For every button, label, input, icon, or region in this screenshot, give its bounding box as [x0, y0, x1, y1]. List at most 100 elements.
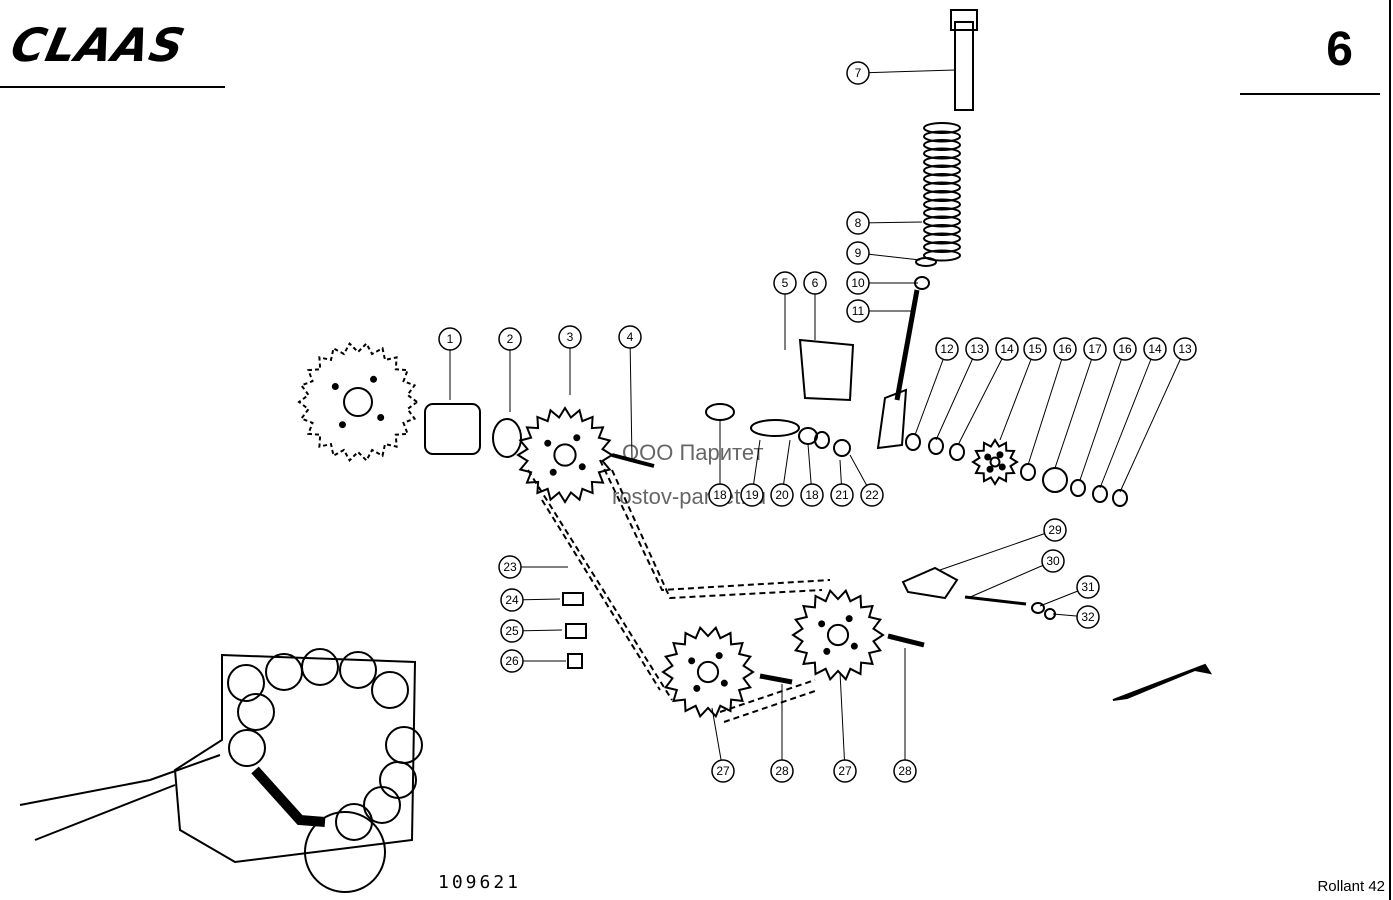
spring-coil	[923, 207, 961, 219]
sprocket-3-bolt-hole	[549, 468, 557, 476]
spring-coil	[923, 173, 961, 185]
callout-13: 13	[965, 337, 989, 361]
callout-label: 9	[855, 246, 862, 260]
pin-4	[611, 453, 655, 468]
callout-label: 32	[1081, 610, 1095, 624]
baler-overview	[19, 648, 423, 893]
callout-18: 18	[708, 483, 732, 507]
sprocket-27-left-teeth	[661, 625, 755, 719]
ring-2	[492, 418, 522, 458]
spring-coil	[923, 198, 961, 211]
callout-circle	[846, 299, 870, 323]
callout-circle	[711, 759, 735, 783]
chain-run-2	[599, 459, 831, 600]
callout-label: 2	[507, 332, 514, 346]
sprocket-27-left-hub	[696, 660, 720, 684]
callout-circle	[740, 483, 764, 507]
baler-wheel	[304, 811, 386, 893]
spring-coil	[923, 130, 961, 143]
callout-2: 2	[498, 327, 522, 351]
chain-link-24	[562, 592, 584, 606]
sprocket-3-bolt-hole	[544, 439, 552, 447]
callout-label: 22	[865, 488, 879, 502]
shaft-washer-6	[1092, 485, 1108, 503]
callout-circle	[965, 337, 989, 361]
spring-coil	[923, 232, 961, 245]
bolt-28-right	[887, 633, 925, 648]
callout-26: 26	[500, 649, 524, 673]
callout-circle	[498, 327, 522, 351]
callout-circle	[846, 61, 870, 85]
plate-29	[901, 566, 959, 600]
callout-7: 7	[846, 61, 870, 85]
callout-label: 6	[812, 276, 819, 290]
direction-arrow	[1112, 663, 1213, 701]
callout-14: 14	[995, 337, 1019, 361]
chain-run-3	[719, 679, 819, 723]
callout-label: 13	[1178, 342, 1192, 356]
callout-label: 19	[745, 488, 759, 502]
spring-coil	[923, 249, 961, 262]
sprocket-15-bolt-hole	[984, 453, 992, 461]
callout-circle	[800, 483, 824, 507]
baler-roller	[265, 653, 303, 691]
sprocket-3-bolt-hole	[573, 434, 581, 442]
spring-coil	[923, 224, 961, 236]
callout-circle	[830, 483, 854, 507]
callout-15: 15	[1023, 337, 1047, 361]
callout-circle	[500, 619, 524, 643]
callout-label: 7	[855, 66, 862, 80]
callout-label: 5	[782, 276, 789, 290]
spring-coil	[923, 156, 961, 168]
spring-8	[923, 122, 961, 262]
callout-label: 4	[627, 330, 634, 344]
leader-line-27	[839, 671, 846, 772]
callout-label: 13	[970, 342, 984, 356]
page-number: 6	[1326, 23, 1353, 76]
sprocket-large-left-hub	[343, 387, 373, 417]
bush-part-5	[833, 439, 851, 457]
sprocket-15-hub	[989, 456, 1001, 468]
callout-circle	[438, 327, 462, 351]
callout-16: 16	[1053, 337, 1077, 361]
sprocket-27-right-teeth	[791, 588, 885, 682]
callout-label: 16	[1058, 342, 1072, 356]
leader-line-17	[1054, 348, 1096, 469]
callout-circle	[1113, 337, 1137, 361]
sprocket-15-teeth	[971, 438, 1019, 486]
callout-label: 25	[505, 624, 519, 638]
callout-circle	[708, 483, 732, 507]
callout-circle	[500, 649, 524, 673]
callout-27: 27	[833, 759, 857, 783]
threaded-rod-11	[894, 289, 920, 401]
callout-1: 1	[438, 327, 462, 351]
washer-9	[915, 257, 937, 267]
callout-circle	[1076, 605, 1100, 629]
sprocket-3	[516, 406, 614, 504]
callout-24: 24	[500, 588, 524, 612]
sprocket-27-right-bolt-hole	[850, 642, 858, 650]
callout-label: 14	[1000, 342, 1014, 356]
callout-16: 16	[1113, 337, 1137, 361]
sprocket-large-left-bolt-hole	[377, 414, 385, 422]
right-border	[1389, 0, 1391, 900]
callout-4: 4	[618, 325, 642, 349]
sprocket-27-left-bolt-hole	[715, 652, 723, 660]
callout-23: 23	[498, 555, 522, 579]
header-rule-right	[1240, 93, 1380, 95]
bracket-6	[798, 338, 855, 402]
sprocket-15-bolt-hole	[986, 465, 994, 473]
baler-roller	[385, 726, 423, 764]
spring-coil	[923, 181, 961, 194]
spindle-7	[954, 21, 974, 111]
callout-label: 16	[1118, 342, 1132, 356]
bolt-30	[964, 595, 1027, 606]
leader-line-14	[957, 348, 1008, 446]
callout-label: 14	[1148, 342, 1162, 356]
sprocket-15-bolt-hole	[998, 463, 1006, 471]
callout-22: 22	[860, 483, 884, 507]
sprocket-large-left-bolt-hole	[331, 382, 339, 390]
